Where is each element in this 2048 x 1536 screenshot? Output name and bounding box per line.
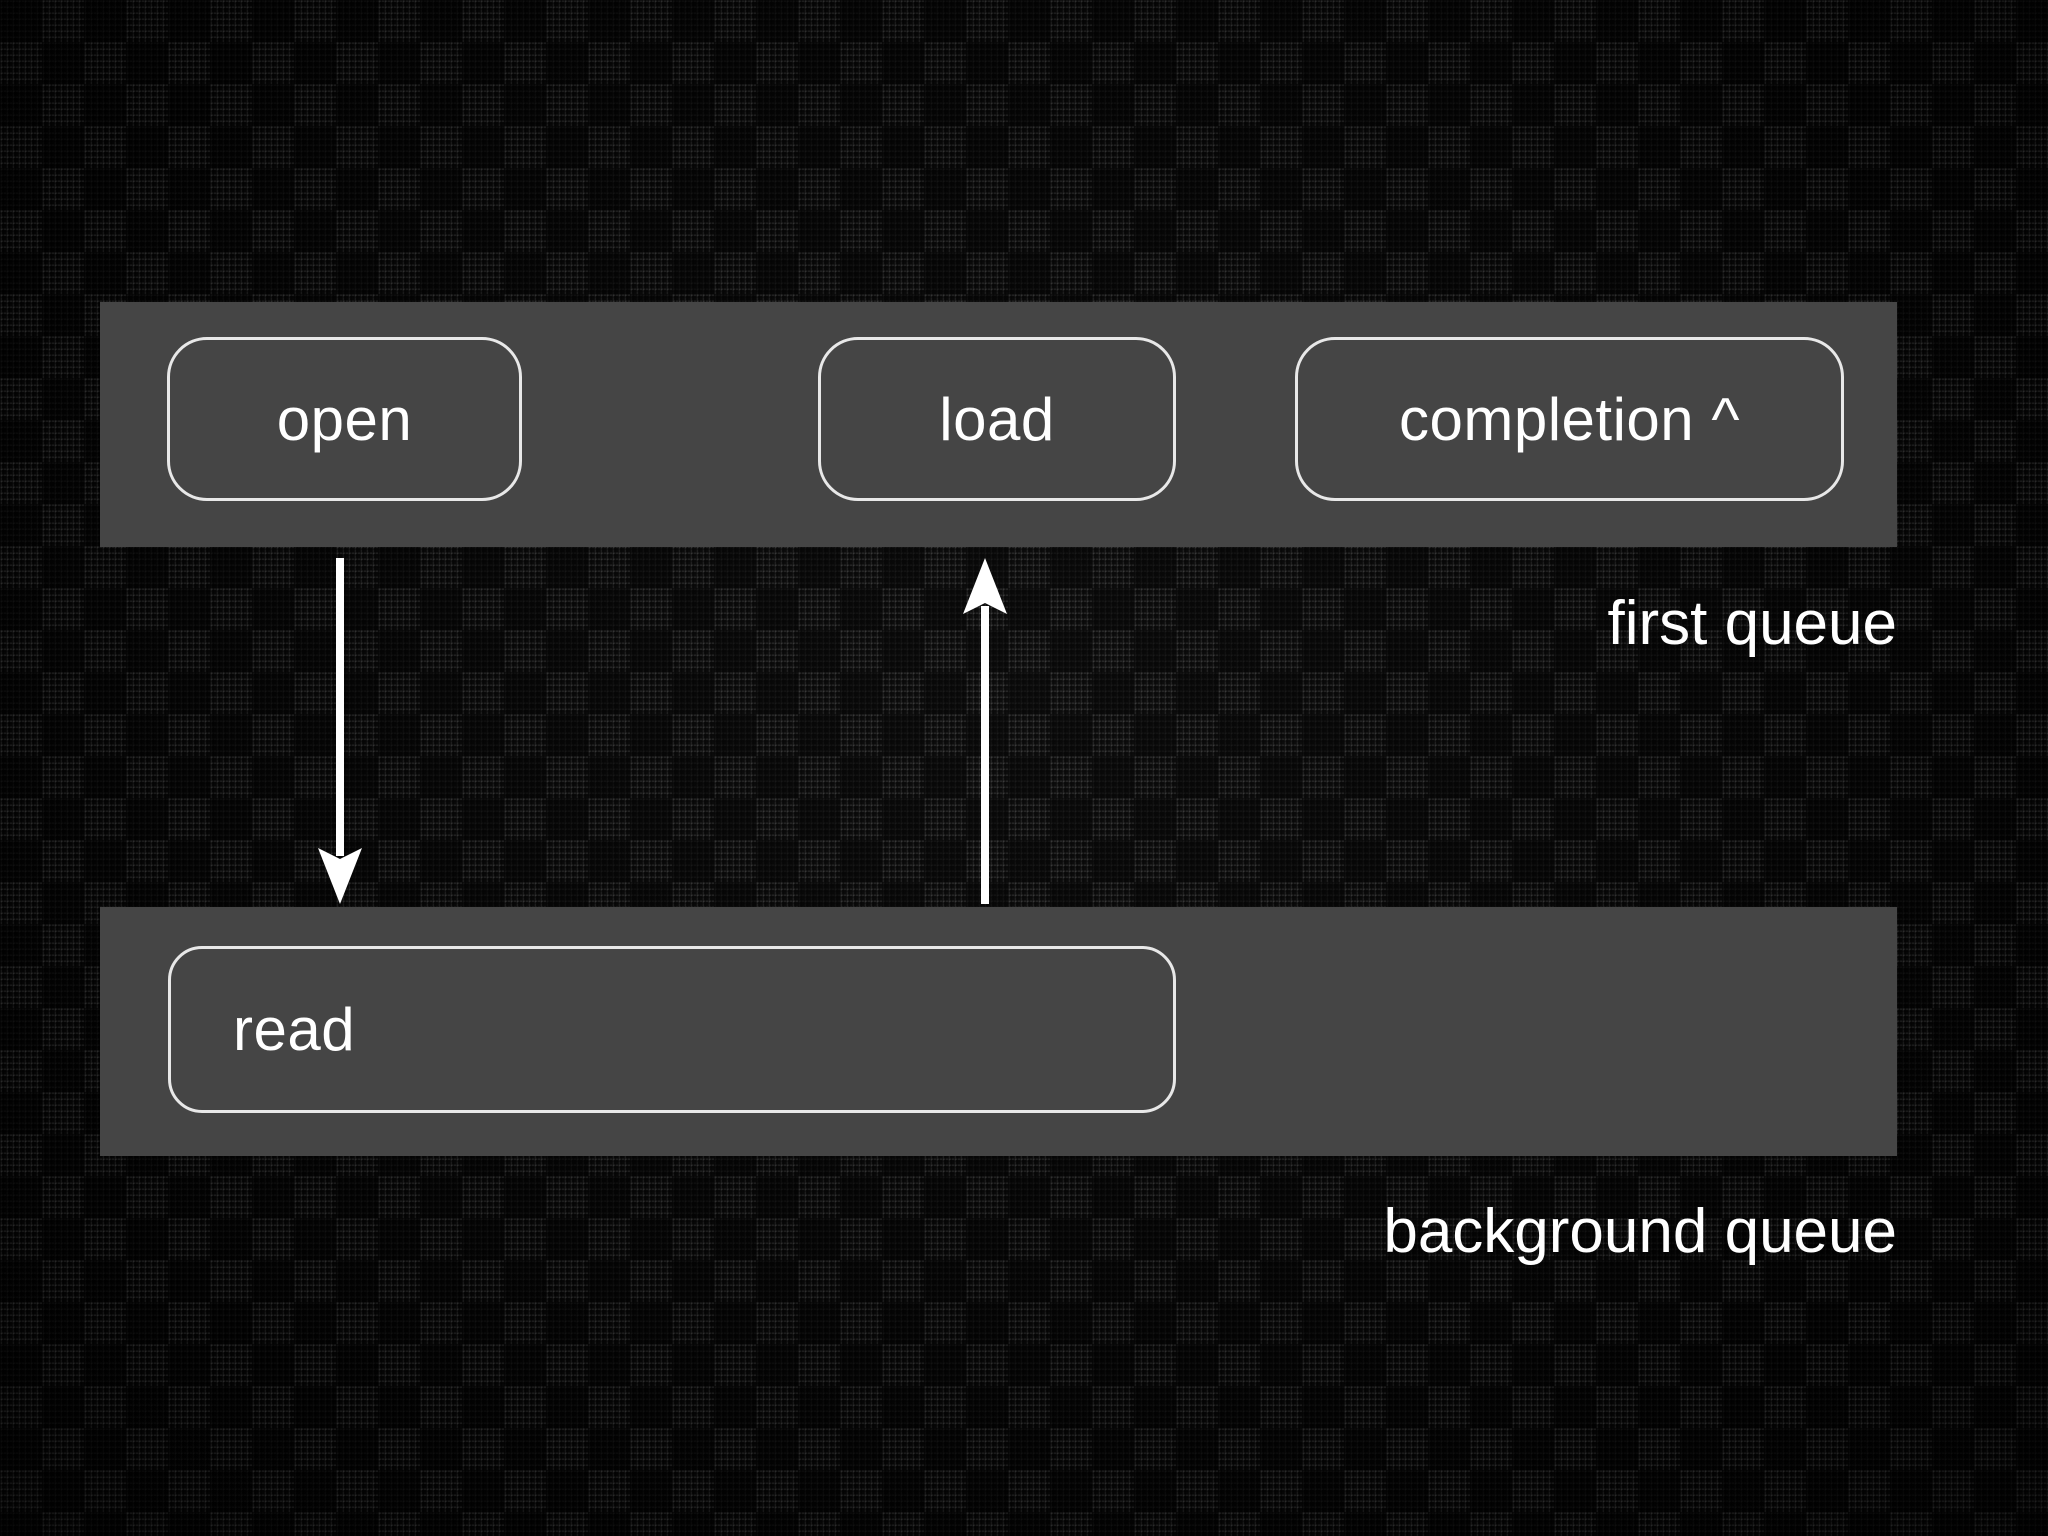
task-box-read-label: read	[233, 996, 356, 1063]
task-box-open[interactable]: open	[167, 337, 522, 501]
first-queue-panel	[100, 302, 1897, 547]
first-queue-caption: first queue	[1607, 589, 1897, 658]
task-box-completion[interactable]: completion ^	[1295, 337, 1844, 501]
task-box-completion-label: completion ^	[1399, 385, 1740, 453]
task-box-read[interactable]: read	[168, 946, 1176, 1113]
background-queue-caption: background queue	[1383, 1197, 1897, 1266]
task-box-load-label: load	[939, 385, 1055, 453]
task-box-open-label: open	[276, 385, 413, 453]
task-box-load[interactable]: load	[818, 337, 1176, 501]
arrow-open-to-read	[318, 558, 362, 904]
arrow-read-to-load	[963, 558, 1007, 904]
